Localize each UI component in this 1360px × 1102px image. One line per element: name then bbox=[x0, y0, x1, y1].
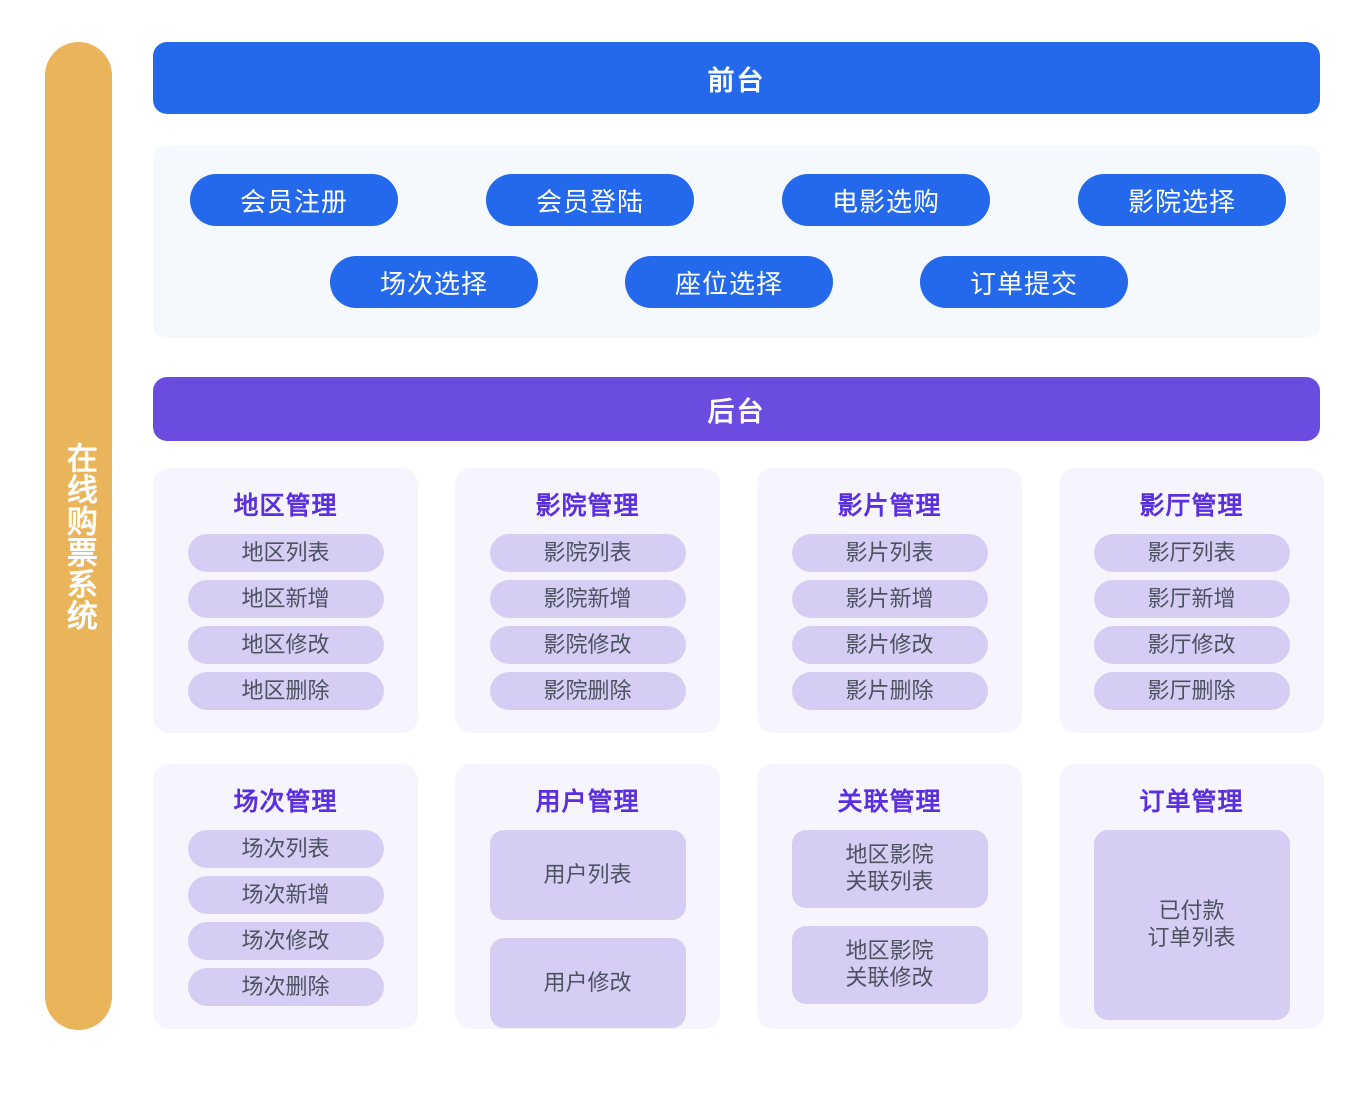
module-card-user[interactable]: 用户管理 用户列表 用户修改 bbox=[455, 764, 720, 1029]
module-card-items: 地区列表 地区新增 地区修改 地区删除 bbox=[153, 534, 418, 710]
module-item-session-delete[interactable]: 场次删除 bbox=[187, 968, 384, 1006]
module-item-hall-delete[interactable]: 影厅删除 bbox=[1093, 672, 1290, 710]
back-office-header-label: 后台 bbox=[707, 396, 766, 427]
module-card-relation[interactable]: 关联管理 地区影院关联列表 地区影院关联修改 bbox=[757, 764, 1022, 1029]
module-card-items: 场次列表 场次新增 场次修改 场次删除 bbox=[153, 830, 418, 1006]
module-item-session-edit[interactable]: 场次修改 bbox=[187, 922, 384, 960]
front-button-member-register[interactable]: 会员注册 bbox=[190, 174, 398, 226]
module-card-title: 场次管理 bbox=[233, 788, 338, 816]
module-item-relation-list[interactable]: 地区影院关联列表 bbox=[791, 830, 988, 908]
module-card-region[interactable]: 地区管理 地区列表 地区新增 地区修改 地区删除 bbox=[153, 468, 418, 733]
module-item-hall-add[interactable]: 影厅新增 bbox=[1093, 580, 1290, 618]
front-button-cinema-select[interactable]: 影院选择 bbox=[1078, 174, 1286, 226]
front-office-header: 前台 bbox=[153, 42, 1320, 114]
front-button-session-select[interactable]: 场次选择 bbox=[330, 256, 538, 308]
module-item-cinema-delete[interactable]: 影院删除 bbox=[489, 672, 686, 710]
module-item-region-delete[interactable]: 地区删除 bbox=[187, 672, 384, 710]
module-item-session-list[interactable]: 场次列表 bbox=[187, 830, 384, 868]
module-card-items: 影厅列表 影厅新增 影厅修改 影厅删除 bbox=[1059, 534, 1324, 710]
module-item-cinema-edit[interactable]: 影院修改 bbox=[489, 626, 686, 664]
module-item-film-delete[interactable]: 影片删除 bbox=[791, 672, 988, 710]
front-button-seat-select[interactable]: 座位选择 bbox=[625, 256, 833, 308]
module-card-items: 已付款订单列表 bbox=[1059, 830, 1324, 1020]
module-card-title: 影片管理 bbox=[837, 492, 942, 520]
module-item-session-add[interactable]: 场次新增 bbox=[187, 876, 384, 914]
module-item-film-add[interactable]: 影片新增 bbox=[791, 580, 988, 618]
module-card-items: 用户列表 用户修改 bbox=[455, 830, 720, 1028]
module-item-film-edit[interactable]: 影片修改 bbox=[791, 626, 988, 664]
module-card-title: 订单管理 bbox=[1139, 788, 1244, 816]
module-item-region-add[interactable]: 地区新增 bbox=[187, 580, 384, 618]
front-button-order-submit[interactable]: 订单提交 bbox=[920, 256, 1128, 308]
front-office-header-label: 前台 bbox=[707, 65, 766, 96]
module-item-region-edit[interactable]: 地区修改 bbox=[187, 626, 384, 664]
module-card-order[interactable]: 订单管理 已付款订单列表 bbox=[1059, 764, 1324, 1029]
module-card-title: 关联管理 bbox=[837, 788, 942, 816]
module-item-cinema-list[interactable]: 影院列表 bbox=[489, 534, 686, 572]
module-card-hall[interactable]: 影厅管理 影厅列表 影厅新增 影厅修改 影厅删除 bbox=[1059, 468, 1324, 733]
back-office-header: 后台 bbox=[153, 377, 1320, 441]
module-card-title: 用户管理 bbox=[535, 788, 640, 816]
front-office-panel: 会员注册 会员登陆 电影选购 影院选择 场次选择 座位选择 订单提交 bbox=[153, 146, 1320, 338]
module-card-title: 地区管理 bbox=[233, 492, 338, 520]
module-item-user-edit[interactable]: 用户修改 bbox=[489, 938, 686, 1028]
module-item-cinema-add[interactable]: 影院新增 bbox=[489, 580, 686, 618]
module-card-cinema[interactable]: 影院管理 影院列表 影院新增 影院修改 影院删除 bbox=[455, 468, 720, 733]
module-item-paid-order-list[interactable]: 已付款订单列表 bbox=[1093, 830, 1290, 1020]
module-card-film[interactable]: 影片管理 影片列表 影片新增 影片修改 影片删除 bbox=[757, 468, 1022, 733]
front-button-member-login[interactable]: 会员登陆 bbox=[486, 174, 694, 226]
module-card-title: 影院管理 bbox=[535, 492, 640, 520]
module-card-items: 影院列表 影院新增 影院修改 影院删除 bbox=[455, 534, 720, 710]
module-card-title: 影厅管理 bbox=[1139, 492, 1244, 520]
front-button-movie-select[interactable]: 电影选购 bbox=[782, 174, 990, 226]
module-card-items: 影片列表 影片新增 影片修改 影片删除 bbox=[757, 534, 1022, 710]
module-item-hall-list[interactable]: 影厅列表 bbox=[1093, 534, 1290, 572]
system-title-label: 在线购票系统 bbox=[61, 441, 97, 631]
module-item-region-list[interactable]: 地区列表 bbox=[187, 534, 384, 572]
system-title-bar: 在线购票系统 bbox=[45, 42, 112, 1030]
module-item-hall-edit[interactable]: 影厅修改 bbox=[1093, 626, 1290, 664]
module-card-items: 地区影院关联列表 地区影院关联修改 bbox=[757, 830, 1022, 1004]
module-item-relation-edit[interactable]: 地区影院关联修改 bbox=[791, 926, 988, 1004]
module-item-film-list[interactable]: 影片列表 bbox=[791, 534, 988, 572]
module-card-session[interactable]: 场次管理 场次列表 场次新增 场次修改 场次删除 bbox=[153, 764, 418, 1029]
module-item-user-list[interactable]: 用户列表 bbox=[489, 830, 686, 920]
